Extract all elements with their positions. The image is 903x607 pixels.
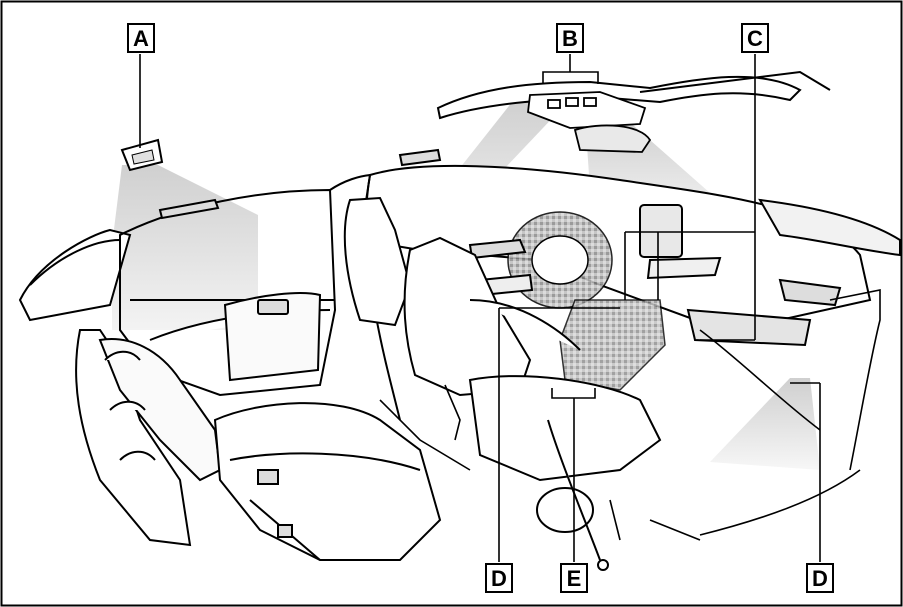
- callout-d-right-label: D: [812, 566, 828, 591]
- steering-wheel: [507, 211, 613, 309]
- rear-seat: [75, 329, 442, 561]
- callout-a: A: [127, 23, 155, 53]
- center-display: [639, 204, 683, 258]
- front-seat-driver: [343, 196, 662, 533]
- light-beam-a: [112, 165, 258, 330]
- rear-door-left: [18, 188, 337, 397]
- callout-d-left-label: D: [491, 566, 507, 591]
- grab-handle-rear: [158, 198, 220, 220]
- grab-handle-front: [398, 148, 442, 167]
- dome-light-a: [120, 138, 164, 172]
- callout-c: C: [741, 23, 769, 53]
- air-vent-right: [778, 278, 842, 307]
- glovebox-light-strip: [686, 308, 812, 347]
- callout-b-label: B: [562, 26, 578, 51]
- callout-e-label: E: [567, 566, 582, 591]
- callout-d-left: D: [485, 563, 513, 593]
- overhead-console: [527, 91, 652, 153]
- callout-c-label: C: [747, 26, 763, 51]
- callout-e: E: [560, 563, 588, 593]
- light-beam-d-right: [710, 378, 820, 470]
- dashboard: [358, 164, 901, 347]
- callout-a-label: A: [133, 26, 149, 51]
- leader-lines: [139, 54, 821, 562]
- callout-b: B: [556, 23, 584, 53]
- callout-d-right: D: [806, 563, 834, 593]
